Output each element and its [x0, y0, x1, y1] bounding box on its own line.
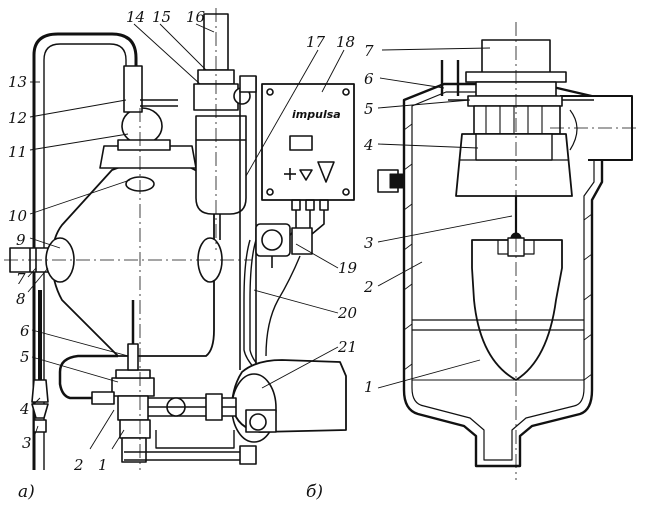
callout-a-7: 7	[16, 270, 26, 288]
callout-a-8: 8	[16, 290, 26, 308]
panel-a-drawing	[4, 8, 355, 470]
callout-a-10: 10	[8, 207, 28, 225]
callout-a-3: 3	[22, 434, 32, 452]
callout-a-13: 13	[8, 73, 27, 91]
callout-b-6: 6	[364, 70, 374, 88]
callout-a-6: 6	[20, 322, 30, 340]
panel-a-caption: а)	[18, 482, 35, 502]
callout-a-18: 18	[336, 33, 355, 51]
panel-a-leaders	[27, 23, 345, 450]
callout-a-12: 12	[8, 109, 27, 127]
callout-a-9: 9	[16, 231, 26, 249]
callout-a-19: 19	[338, 259, 358, 277]
callout-b-3: 3	[364, 234, 374, 252]
callout-a-16: 16	[186, 8, 206, 26]
callout-a-15: 15	[152, 8, 171, 26]
callout-a-5: 5	[20, 348, 30, 366]
callout-a-21: 21	[337, 338, 357, 356]
callout-a-4: 4	[19, 400, 30, 418]
callout-b-7: 7	[364, 42, 374, 60]
panel-b-drawing	[377, 22, 640, 480]
panel-b-leaders	[377, 47, 513, 389]
callout-b-5: 5	[364, 100, 374, 118]
callout-b-1: 1	[364, 378, 374, 396]
callout-a-20: 20	[337, 304, 358, 322]
callout-a-17: 17	[306, 33, 326, 51]
panel-b-caption: б)	[306, 482, 323, 502]
callout-a-1: 1	[98, 456, 108, 474]
callout-b-2: 2	[363, 278, 374, 296]
panel-b-callouts: 1 2 3 4 5 6 7	[363, 42, 374, 396]
callout-a-11: 11	[8, 143, 27, 161]
brand-plate-text: impulsa	[292, 108, 341, 121]
callout-a-14: 14	[126, 8, 145, 26]
panel-a-callouts: 1 2 3 4 5 6 7 8 9 10 11 12 13 14 15 16 1…	[8, 8, 358, 474]
callout-b-4: 4	[363, 136, 374, 154]
callout-a-2: 2	[73, 456, 84, 474]
